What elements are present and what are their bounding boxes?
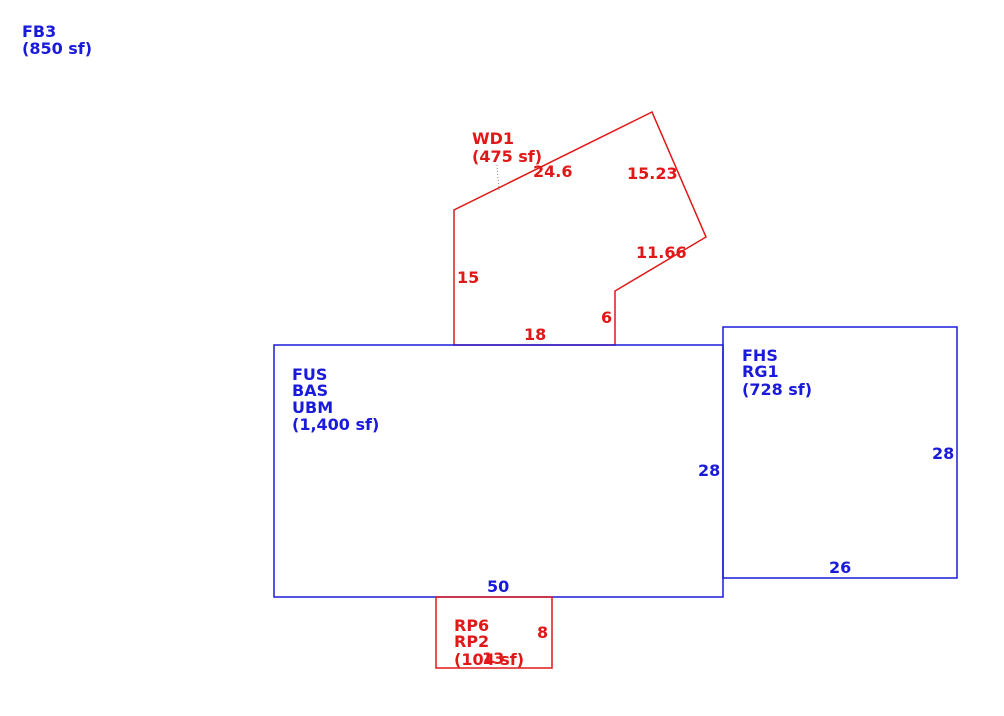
wd1-label: WD1 (475 sf) bbox=[472, 129, 542, 166]
main-area: (1,400 sf) bbox=[292, 415, 379, 434]
rp2-code: RP2 bbox=[454, 632, 489, 651]
main-building-label: FUS BAS UBM (1,400 sf) bbox=[292, 365, 379, 434]
wd1-area: (475 sf) bbox=[472, 147, 542, 166]
rp6-code: RP6 bbox=[454, 616, 489, 635]
fhs-area: (728 sf) bbox=[742, 380, 812, 399]
rg1-code: RG1 bbox=[742, 362, 779, 381]
wd1-dim-right-top: 15.23 bbox=[627, 164, 678, 183]
fb3-label: FB3 (850 sf) bbox=[22, 22, 92, 58]
fhs-dim-right: 28 bbox=[932, 444, 954, 463]
fhs-code: FHS bbox=[742, 346, 778, 365]
fhs-label: FHS RG1 (728 sf) bbox=[742, 346, 812, 399]
wd1-dim-top-slope: 24.6 bbox=[533, 162, 572, 181]
wd1-dim-inner: 6 bbox=[601, 308, 612, 327]
main-dim-bottom: 50 bbox=[487, 577, 509, 596]
main-code-bas: BAS bbox=[292, 381, 328, 400]
rp-area: (104 sf) bbox=[454, 650, 524, 669]
main-building-outline bbox=[273, 344, 724, 598]
fb3-code: FB3 bbox=[22, 22, 56, 41]
main-dim-right: 28 bbox=[698, 461, 720, 480]
fhs-outline bbox=[722, 326, 958, 579]
main-code-fus: FUS bbox=[292, 365, 327, 384]
rp-porch-outline bbox=[435, 596, 553, 669]
rp-label: RP6 RP2 (104 sf) bbox=[454, 616, 524, 669]
fb3-area: (850 sf) bbox=[22, 39, 92, 58]
rp-dim-right: 8 bbox=[537, 623, 548, 642]
wd1-leader-line bbox=[496, 164, 500, 191]
wd1-code: WD1 bbox=[472, 129, 514, 148]
rp-dim-bottom: 13 bbox=[482, 649, 504, 668]
wd1-dim-bottom: 18 bbox=[524, 325, 546, 344]
main-code-ubm: UBM bbox=[292, 398, 333, 417]
wd1-dim-left: 15 bbox=[457, 268, 479, 287]
fhs-dim-bottom: 26 bbox=[829, 558, 851, 577]
wd1-dim-right-lower: 11.66 bbox=[636, 243, 687, 262]
